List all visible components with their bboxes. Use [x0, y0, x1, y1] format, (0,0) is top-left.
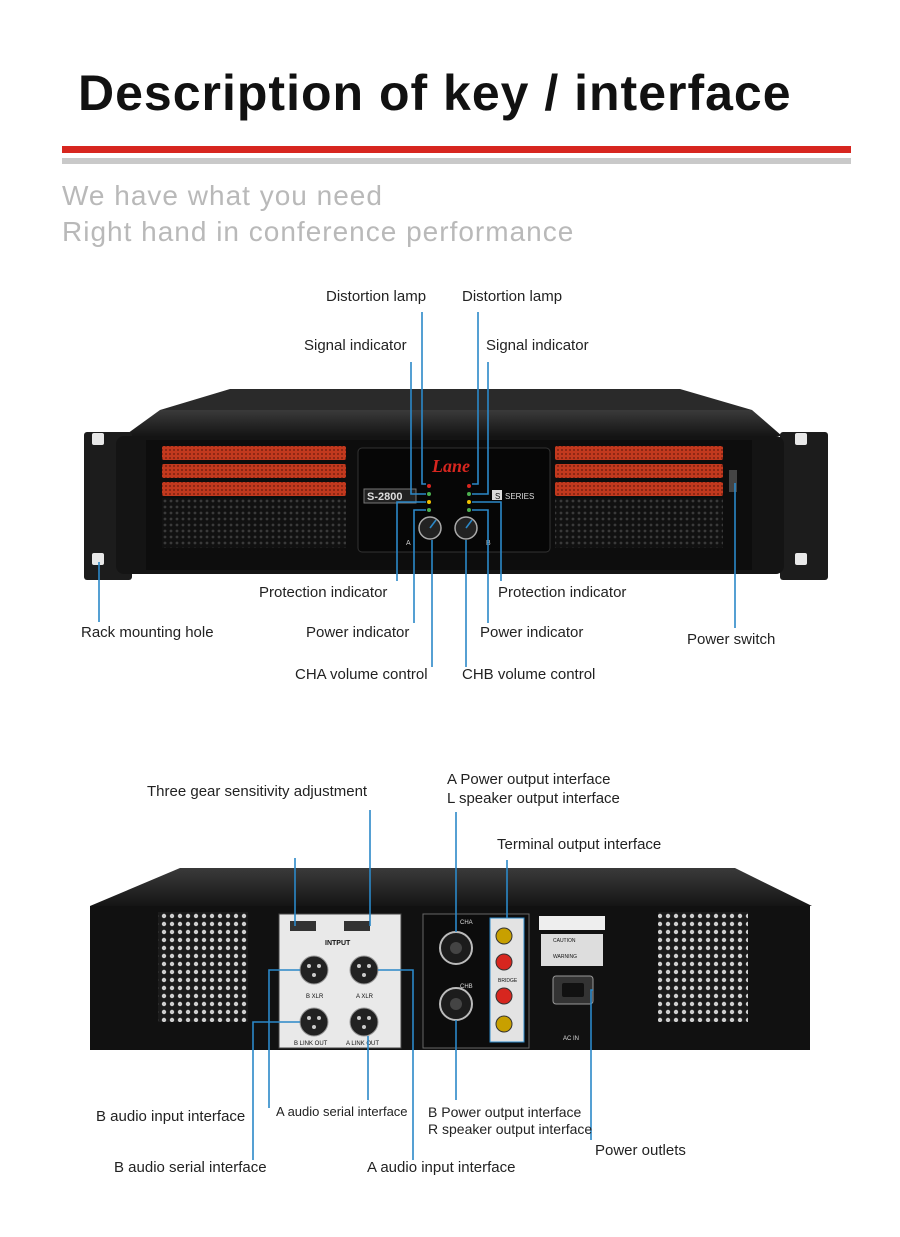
- label-power-switch: Power switch: [687, 631, 776, 648]
- svg-text:INTPUT: INTPUT: [325, 940, 351, 947]
- front-top-lid: [124, 410, 782, 436]
- front-top-back: [160, 389, 752, 410]
- a-xlr-jack: [349, 955, 379, 985]
- b-xlr-jack: [299, 955, 329, 985]
- svg-text:S: S: [495, 492, 500, 501]
- label-a-power-output-line2: L speaker output interface: [447, 790, 620, 807]
- power-switch: [729, 470, 737, 492]
- label-a-power-output-line1: A Power output interface: [447, 771, 611, 788]
- label-distortion-lamp-left: Distortion lamp: [326, 288, 427, 305]
- svg-text:CAUTION: CAUTION: [553, 938, 576, 944]
- fan-vent-left: [158, 912, 248, 1022]
- rear-top-lid: [90, 868, 812, 906]
- svg-text:B XLR: B XLR: [306, 994, 324, 1000]
- page-title: Description of key / interface: [78, 65, 792, 121]
- a-link-out-jack: [349, 1007, 379, 1037]
- svg-text:A: A: [406, 540, 411, 547]
- label-sensitivity-adjustment: Three gear sensitivity adjustment: [147, 783, 368, 800]
- gray-divider: [62, 158, 851, 164]
- distortion-lamp-b: [467, 484, 471, 488]
- label-terminal-output-interface: Terminal output interface: [497, 836, 662, 853]
- svg-text:CHB: CHB: [460, 984, 473, 990]
- label-protection-indicator-left: Protection indicator: [259, 584, 388, 601]
- b-link-out-jack: [299, 1007, 329, 1037]
- fan-vent-right: [658, 912, 748, 1022]
- svg-text:BRIDGE: BRIDGE: [498, 978, 518, 984]
- svg-text:A LINK OUT: A LINK OUT: [346, 1041, 379, 1047]
- label-a-audio-serial-interface: A audio serial interface: [276, 1104, 408, 1119]
- svg-text:SERIES: SERIES: [505, 492, 534, 501]
- label-b-audio-input-interface: B audio input interface: [96, 1108, 246, 1125]
- label-power-indicator-right: Power indicator: [480, 624, 584, 641]
- label-b-power-output-line1: B Power output interface: [428, 1104, 582, 1120]
- model-label: S-2800: [367, 491, 402, 503]
- svg-text:AC IN: AC IN: [563, 1036, 579, 1042]
- distortion-lamp-a: [427, 484, 431, 488]
- rack-ear-right: [780, 432, 828, 580]
- label-cha-volume-control: CHA volume control: [295, 666, 428, 683]
- label-rack-mounting-hole: Rack mounting hole: [81, 624, 214, 641]
- red-divider: [62, 146, 851, 153]
- label-power-outlets: Power outlets: [595, 1142, 686, 1159]
- rack-hole-icon: [795, 553, 807, 565]
- label-protection-indicator-right: Protection indicator: [498, 584, 627, 601]
- brand-logo: Lane: [431, 456, 470, 476]
- mesh-grille-right: [555, 498, 723, 548]
- svg-text:CHA: CHA: [460, 920, 473, 926]
- rack-hole-icon: [92, 433, 104, 445]
- red-grille-right: [555, 446, 723, 460]
- input-module: [278, 913, 402, 1049]
- label-signal-indicator-right: Signal indicator: [486, 337, 589, 354]
- rack-hole-icon: [92, 553, 104, 565]
- front-center-panel: [357, 447, 551, 553]
- rack-hole-icon: [795, 433, 807, 445]
- label-chb-volume-control: CHB volume control: [462, 666, 596, 683]
- subtitle-line-1: We have what you need: [62, 180, 383, 211]
- label-distortion-lamp-right: Distortion lamp: [462, 288, 563, 305]
- label-b-power-output-line2: R speaker output interface: [428, 1121, 593, 1137]
- svg-text:A XLR: A XLR: [356, 994, 374, 1000]
- subtitle-line-2: Right hand in conference performance: [62, 216, 575, 247]
- svg-text:B LINK OUT: B LINK OUT: [294, 1041, 328, 1047]
- mesh-grille-left: [162, 498, 346, 548]
- svg-text:WARNING: WARNING: [553, 954, 577, 960]
- label-signal-indicator-left: Signal indicator: [304, 337, 407, 354]
- label-b-audio-serial-interface: B audio serial interface: [114, 1159, 267, 1176]
- label-a-audio-input-interface: A audio input interface: [367, 1159, 516, 1176]
- red-grille-left: [162, 446, 346, 460]
- label-power-indicator-left: Power indicator: [306, 624, 410, 641]
